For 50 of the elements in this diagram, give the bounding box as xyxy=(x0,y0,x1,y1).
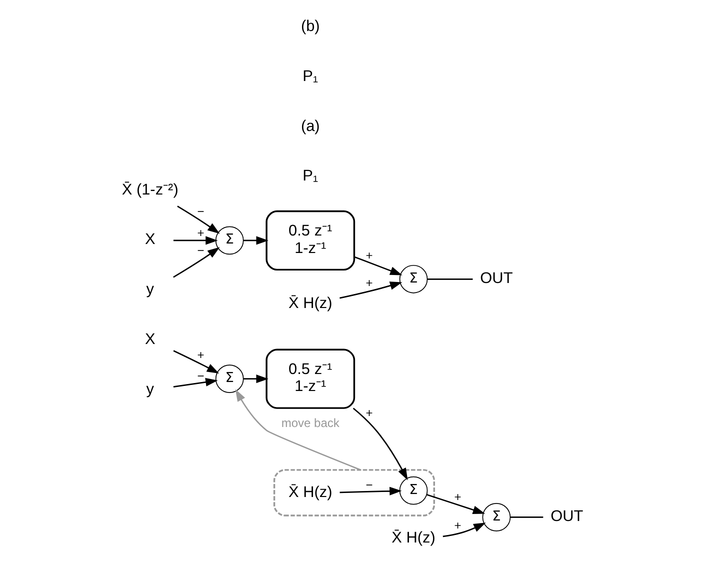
node-circle: Σ xyxy=(398,476,428,505)
arrow xyxy=(243,374,268,384)
node-text: X̄ H(z) xyxy=(288,484,332,501)
edge-label: + xyxy=(454,490,461,504)
arrow xyxy=(339,486,402,496)
node-text: OUT xyxy=(480,270,512,287)
node-text: X xyxy=(144,231,155,248)
node-box: 0.5 z⁻¹ 1-z⁻¹ xyxy=(265,348,355,409)
node-text: y xyxy=(146,281,154,298)
node-text: OUT xyxy=(550,508,583,525)
label: (b) xyxy=(300,18,320,36)
edge-label: + xyxy=(365,276,372,290)
label: P₁ xyxy=(302,168,318,185)
edge-label: − xyxy=(196,204,204,219)
connector xyxy=(510,516,543,518)
edge-label: − xyxy=(196,368,204,383)
arrow xyxy=(172,378,218,388)
node-text: X̄ H(z) xyxy=(288,294,332,312)
edge-label: + xyxy=(454,518,461,532)
node-text: y xyxy=(146,380,154,398)
arrow xyxy=(354,256,402,276)
arrow xyxy=(426,494,485,514)
arrow xyxy=(234,389,360,471)
label: (a) xyxy=(300,118,320,135)
node-circle: Σ xyxy=(214,226,244,255)
node-text: X xyxy=(144,330,155,348)
arrow xyxy=(172,236,218,245)
node-circle: Σ xyxy=(214,364,244,393)
node-text: X̄ (1-z⁻²) xyxy=(121,181,178,198)
node-circle: Σ xyxy=(398,264,428,294)
edge-label: + xyxy=(196,348,204,362)
arrow xyxy=(176,206,220,234)
edge-label: + xyxy=(365,406,372,420)
edge-label: − xyxy=(196,243,204,258)
edge-label: + xyxy=(365,248,372,263)
label: P₁ xyxy=(302,68,318,85)
edge-label: move back xyxy=(280,416,339,430)
arrow xyxy=(352,408,408,480)
node-text: X̄ H(z) xyxy=(391,529,435,546)
arrow xyxy=(172,247,220,278)
edge-label: − xyxy=(365,478,372,492)
edge-label: + xyxy=(196,226,204,240)
arrow xyxy=(243,236,268,245)
arrow xyxy=(442,522,486,538)
connector xyxy=(426,278,472,280)
arrow xyxy=(339,282,402,299)
arrow xyxy=(172,350,219,374)
node-box: 0.5 z⁻¹ 1-z⁻¹ xyxy=(265,210,355,271)
cluster xyxy=(272,469,434,516)
node-circle: Σ xyxy=(482,503,510,532)
